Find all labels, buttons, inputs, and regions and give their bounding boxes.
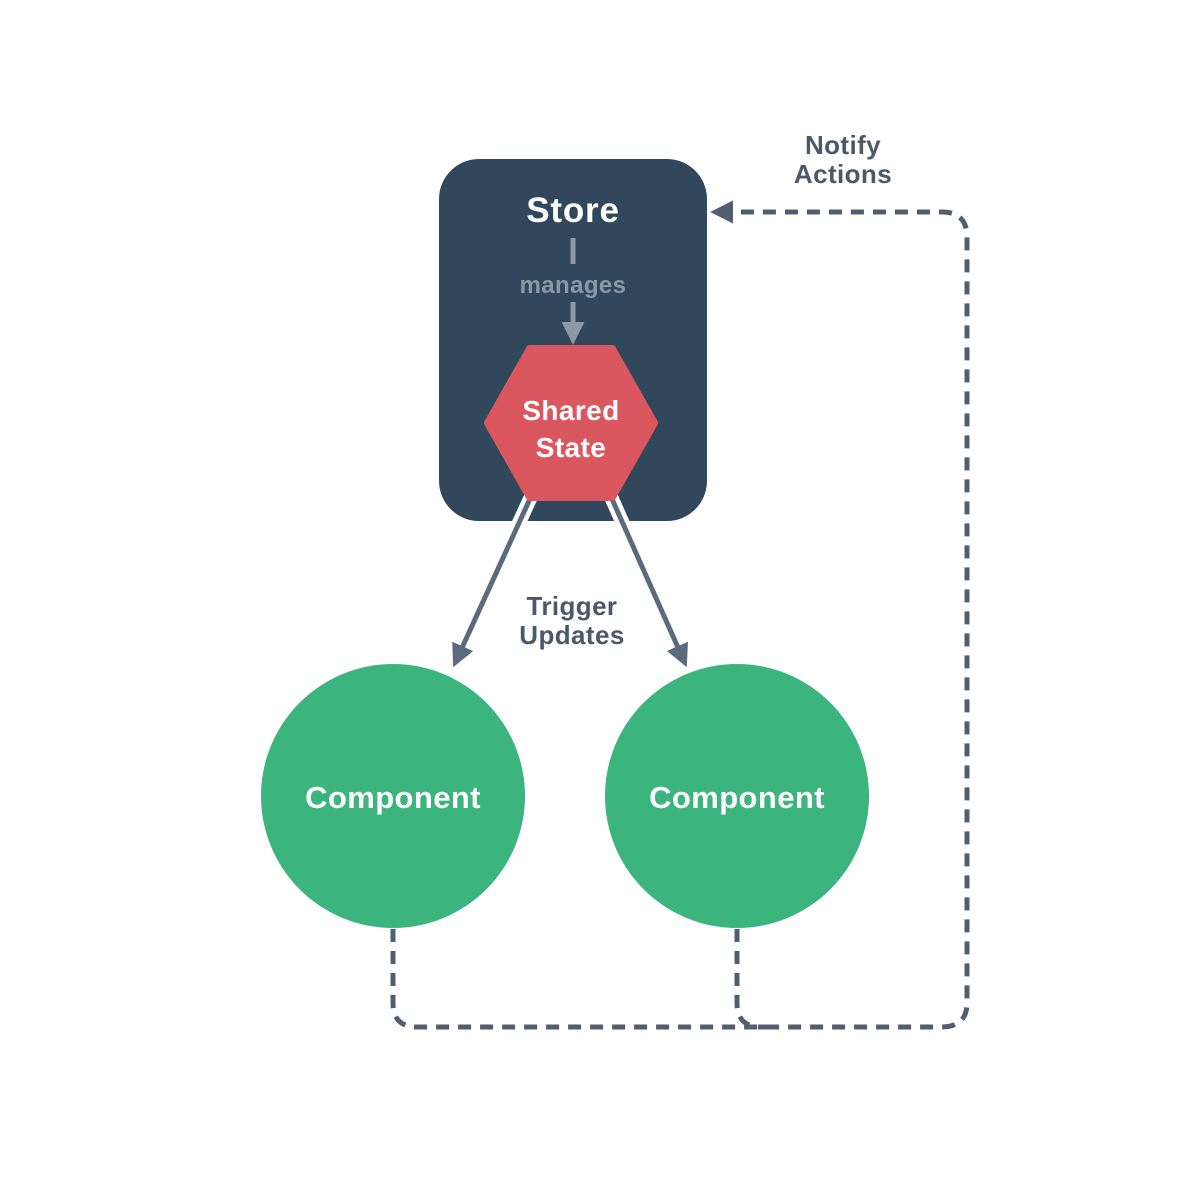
notify-actions-dashed-path: [390, 200, 970, 1030]
component-left-circle: [261, 664, 525, 928]
manages-label: manages: [519, 272, 627, 299]
trigger-arrow-left: [452, 488, 537, 668]
trigger-updates-label: Trigger Updates: [519, 591, 625, 650]
notify-actions-label: Notify Actions: [793, 130, 893, 189]
store-title: Store: [526, 191, 620, 230]
shared-state-hexagon: [484, 345, 658, 501]
notify-actions-dashed-branch: [734, 929, 779, 1030]
trigger-arrow-right: [605, 488, 688, 668]
shared-state-label: Shared State: [522, 395, 620, 463]
component-right-circle: [605, 664, 869, 928]
component-right-label: Component: [649, 780, 825, 815]
component-left-label: Component: [305, 780, 481, 815]
